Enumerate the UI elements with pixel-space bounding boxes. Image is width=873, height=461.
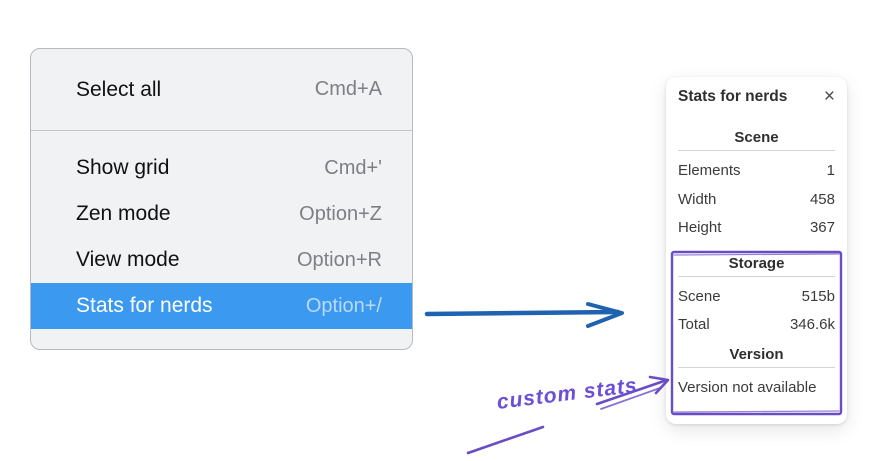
stat-value: 367 <box>809 219 835 236</box>
menu-section: Show grid Cmd+' Zen mode Option+Z View m… <box>31 131 412 329</box>
menu-item-stats-for-nerds[interactable]: Stats for nerds Option+/ <box>31 283 412 329</box>
section-heading-scene: Scene <box>734 129 779 146</box>
stats-panel-title: Stats for nerds <box>678 88 788 105</box>
section-divider <box>678 366 835 368</box>
stat-label: Total <box>678 316 710 333</box>
stats-panel: Stats for nerds × Scene Elements 1 Width… <box>666 77 847 424</box>
menu-divider <box>31 130 412 131</box>
stat-row-total-size: Total 346.6k <box>678 311 835 340</box>
menu-item-label: Zen mode <box>76 202 171 225</box>
menu-item-label: Select all <box>76 77 162 101</box>
menu-item-label: Show grid <box>76 156 170 179</box>
menu-item-select-all[interactable]: Select all Cmd+A <box>31 49 412 130</box>
stat-label: Height <box>678 219 722 236</box>
section-heading-storage: Storage <box>728 254 785 272</box>
stat-row-height: Height 367 <box>678 214 835 243</box>
menu-item-shortcut: Option+R <box>296 248 382 271</box>
section-divider <box>678 150 835 151</box>
menu-item-shortcut: Cmd+A <box>314 78 382 100</box>
stat-value: 1 <box>826 162 835 179</box>
annotation-label: custom stats <box>495 373 639 414</box>
menu-item-shortcut: Option+/ <box>305 294 382 317</box>
storage-stats: Scene 515b Total 346.6k <box>678 283 835 340</box>
annotation-arrow <box>466 375 670 455</box>
version-note: Version not available <box>678 378 817 396</box>
section-heading-version: Version <box>729 345 784 363</box>
menu-item-view-mode[interactable]: View mode Option+R <box>31 237 412 283</box>
menu-item-label: Stats for nerds <box>76 294 213 317</box>
stat-label: Scene <box>678 287 721 305</box>
stat-value: 458 <box>809 190 835 208</box>
section-divider <box>678 275 835 277</box>
scene-stats: Elements 1 Width 458 Height 367 <box>678 157 835 243</box>
stats-panel-header: Stats for nerds × <box>678 86 835 107</box>
stat-label: Width <box>678 190 717 208</box>
stat-label: Elements <box>678 162 741 179</box>
stat-row-scene-size: Scene 515b <box>678 283 835 312</box>
menu-item-label: View mode <box>76 248 180 271</box>
stat-value: 515b <box>801 287 835 305</box>
menu-item-show-grid[interactable]: Show grid Cmd+' <box>31 145 412 191</box>
close-icon[interactable]: × <box>823 86 835 107</box>
menu-item-zen-mode[interactable]: Zen mode Option+Z <box>31 191 412 237</box>
stat-row-elements: Elements 1 <box>678 157 835 186</box>
menu-item-shortcut: Option+Z <box>299 202 382 225</box>
stat-value: 346.6k <box>789 316 835 333</box>
stat-row-width: Width 458 <box>678 186 835 215</box>
context-menu: Select all Cmd+A Show grid Cmd+' Zen mod… <box>30 48 413 350</box>
menu-item-shortcut: Cmd+' <box>324 156 382 179</box>
